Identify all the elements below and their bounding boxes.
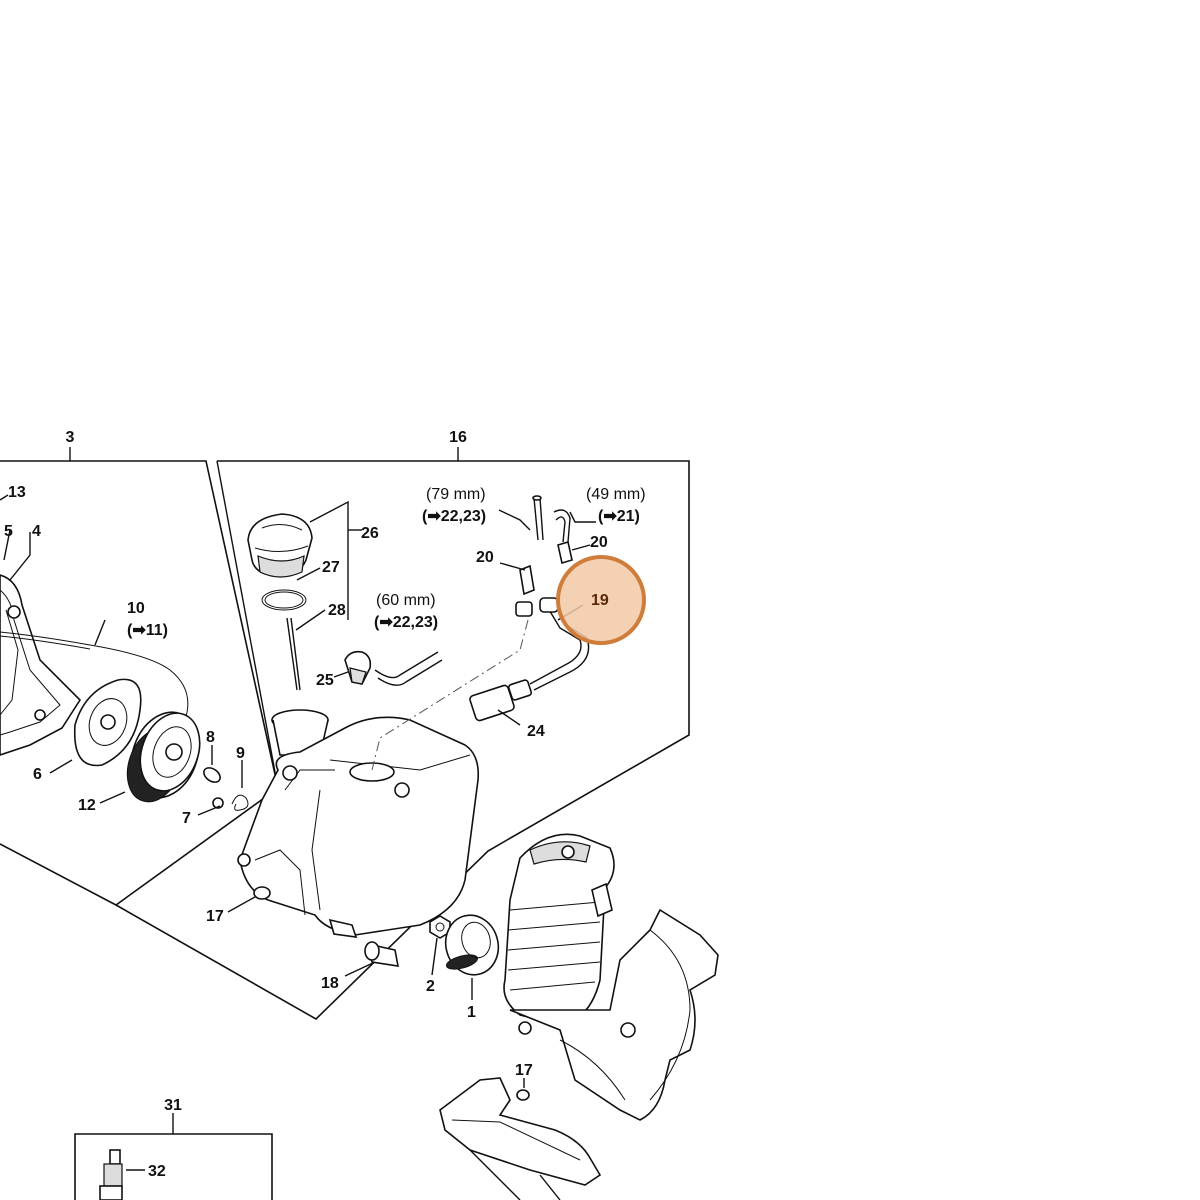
spark-plug-boot — [591, 882, 613, 918]
callout-labels: 3 16 13 5 4 10 (➡11) 6 12 8 9 7 26 27 28… — [4, 429, 646, 1180]
spring-clip — [231, 794, 249, 811]
cylinder — [503, 833, 615, 1026]
callout-5[interactable]: 5 — [4, 523, 13, 540]
callout-27[interactable]: 27 — [322, 559, 340, 576]
pickup-body — [469, 679, 533, 722]
tank-cap — [247, 513, 313, 578]
pawl — [203, 767, 224, 809]
hose60-length[interactable]: (60 mm) — [376, 592, 436, 609]
group-frame-3 — [0, 447, 279, 906]
bottom-cover — [439, 1077, 602, 1200]
hose60-ref[interactable]: (➡22,23) — [374, 614, 438, 631]
retaining-strap — [286, 617, 301, 691]
callout-20-right[interactable]: 20 — [590, 534, 608, 551]
leader-lines — [0, 494, 596, 1171]
hose79-ref[interactable]: (➡22,23) — [422, 508, 486, 525]
grommet-19 — [515, 597, 559, 617]
callout-6[interactable]: 6 — [33, 766, 42, 783]
callout-28[interactable]: 28 — [328, 602, 346, 619]
rubber-buffer-17 — [253, 886, 271, 900]
callout-8[interactable]: 8 — [206, 729, 215, 746]
callout-16[interactable]: 16 — [449, 429, 467, 446]
mount-dashes — [371, 619, 529, 771]
starter-housing — [0, 574, 82, 756]
callout-4[interactable]: 4 — [32, 523, 41, 540]
callout-25[interactable]: 25 — [316, 672, 334, 689]
callout-12[interactable]: 12 — [78, 797, 96, 814]
fitting-20 — [519, 540, 573, 596]
callout-10[interactable]: 10 — [127, 600, 145, 617]
callout-2[interactable]: 2 — [426, 978, 435, 995]
hose49-ref[interactable]: (➡21) — [598, 508, 640, 525]
crankcase — [509, 908, 719, 1121]
hose-79mm — [532, 495, 544, 541]
o-ring — [261, 589, 307, 611]
callout-26[interactable]: 26 — [361, 525, 379, 542]
starter-rope — [0, 631, 189, 721]
group-frame-16 — [115, 447, 690, 1020]
callout-3[interactable]: 3 — [66, 429, 75, 446]
filter-1 — [444, 914, 500, 976]
callout-17-cover[interactable]: 17 — [515, 1062, 533, 1079]
callout-32[interactable]: 32 — [148, 1163, 166, 1180]
fuel-tank — [237, 709, 480, 938]
rope-rotor — [126, 711, 201, 803]
hose-49mm — [553, 509, 571, 543]
callout-7[interactable]: 7 — [182, 810, 191, 827]
callout-31[interactable]: 31 — [164, 1097, 182, 1114]
callout-17-tank[interactable]: 17 — [206, 908, 224, 925]
hose79-length[interactable]: (79 mm) — [426, 486, 486, 503]
callout-9[interactable]: 9 — [236, 745, 245, 762]
callout-18[interactable]: 18 — [321, 975, 339, 992]
hose49-length[interactable]: (49 mm) — [586, 486, 646, 503]
spark-plug-32 — [99, 1149, 123, 1200]
highlight-circle-19 — [556, 555, 646, 645]
callout-13[interactable]: 13 — [8, 484, 26, 501]
vent-hose — [374, 651, 443, 686]
callout-24[interactable]: 24 — [527, 723, 545, 740]
callout-1[interactable]: 1 — [467, 1004, 476, 1021]
callout-20-left[interactable]: 20 — [476, 549, 494, 566]
buffer-18 — [364, 941, 399, 967]
tank-vent — [344, 650, 372, 685]
rewind-spring — [73, 678, 142, 767]
callout-19[interactable]: 19 — [591, 592, 609, 609]
group-frame-31 — [74, 1113, 273, 1200]
callout-10-ref[interactable]: (➡11) — [127, 622, 168, 639]
